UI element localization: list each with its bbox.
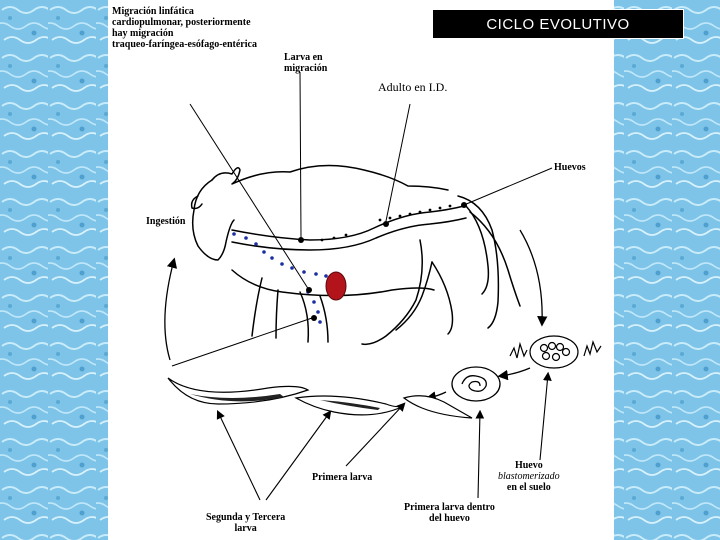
label-ingestion: Ingestión (146, 216, 186, 227)
larvae-fill (190, 394, 380, 410)
label-huevo-line: Huevo (514, 460, 543, 471)
label-adulto: Adulto en I.D. (378, 80, 448, 94)
label-huevo-line: blastomerizado (498, 471, 560, 482)
label-larva-line: Larva en (284, 52, 323, 63)
migration-path (232, 232, 328, 324)
label-huevo-line: en el suelo (506, 482, 551, 493)
leader-lines (171, 71, 553, 367)
label-huevo-suelo: Huevo blastomerizado en el suelo (498, 460, 560, 493)
label-primera-huevo-line: del huevo (429, 513, 470, 524)
label-primera-huevo-line: Primera larva dentro (404, 502, 495, 513)
label-larva-migracion: Larva en migración (284, 52, 327, 74)
title-box: CICLO EVOLUTIVO (432, 9, 684, 39)
callout-lines (216, 371, 552, 501)
label-segunda-line: Segunda y Tercera (206, 512, 286, 523)
page-title: CICLO EVOLUTIVO (486, 15, 630, 33)
label-segunda-tercera: Segunda y Tercera larva (206, 512, 285, 534)
cow-outline (190, 164, 521, 346)
adult-worm-dots (320, 204, 452, 242)
egg-ground (509, 335, 602, 369)
label-huevos: Huevos (554, 162, 586, 173)
label-larva-line: migración (284, 63, 328, 74)
label-migracion: Migración linfática cardiopulmonar, post… (112, 6, 257, 50)
label-migracion-line: hay migración (112, 28, 174, 39)
cycle-arrows (164, 229, 548, 402)
label-migracion-line: traqueo-faríngea-esófago-entérica (112, 39, 257, 50)
pointer-dots (298, 202, 467, 403)
label-migracion-line: cardiopulmonar, posteriormente (112, 17, 251, 28)
label-migracion-line: Migración linfática (112, 6, 194, 17)
label-primera-larva-huevo: Primera larva dentro del huevo (404, 502, 495, 524)
label-segunda-line: larva (234, 523, 257, 534)
label-primera-larva: Primera larva (312, 472, 373, 483)
embryonated-egg (451, 366, 501, 402)
organ-highlight (325, 271, 347, 301)
